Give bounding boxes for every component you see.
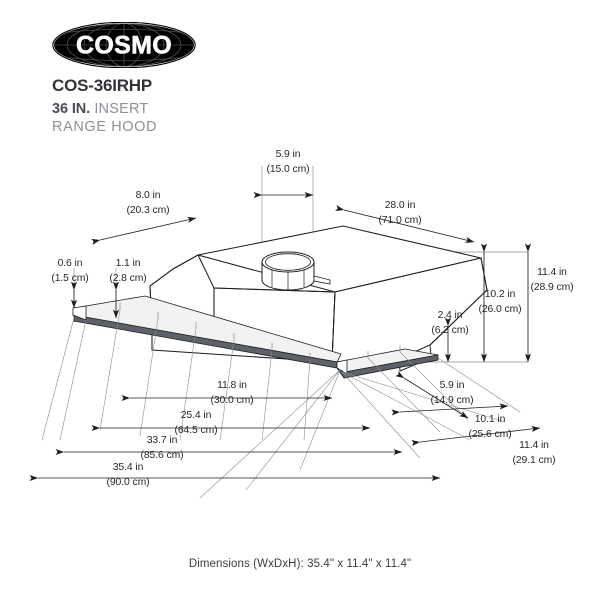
product-category-label: RANGE HOOD xyxy=(52,118,158,135)
label-flange-thickness-cm: (1.5 cm) xyxy=(51,273,88,284)
label-body-height-in: 10.2 in xyxy=(485,289,516,300)
dimline-depth-mid xyxy=(391,403,509,416)
label-body-width-cm: (85.6 cm) xyxy=(141,450,184,461)
label-overall-width-cm: (90.0 cm) xyxy=(107,477,150,488)
product-size-label: 36 IN. xyxy=(52,100,91,117)
flange-front-corner xyxy=(336,359,348,375)
label-vent-diameter-in: 5.9 in xyxy=(276,149,301,160)
label-overall-height-cm: (28.9 cm) xyxy=(531,282,574,293)
cosmo-logo: COSMO xyxy=(52,21,196,69)
label-flange-thickness-in: 0.6 in xyxy=(58,258,83,269)
label-inner-width-cm: (30.0 cm) xyxy=(211,395,254,406)
label-body-width-in: 33.7 in xyxy=(147,435,178,446)
label-base-height-in: 2.4 in xyxy=(438,310,463,321)
dimension-labels: 5.9 in (15.0 cm) 8.0 in (20.3 cm) 28.0 i… xyxy=(51,149,573,488)
vent-tab xyxy=(313,275,331,285)
label-depth-mid-in: 10.1 in xyxy=(475,414,506,425)
label-vent-diameter-cm: (15.0 cm) xyxy=(267,164,310,175)
label-inner-width-in: 11.8 in xyxy=(217,380,247,391)
label-depth-overall-cm: (29.1 cm) xyxy=(513,455,556,466)
label-base-height-cm: (6.2 cm) xyxy=(431,325,468,336)
dimline-depth-overall xyxy=(411,425,541,447)
dimline-top-left-edge xyxy=(91,216,197,245)
label-flange-lip-in: 1.1 in xyxy=(116,258,141,269)
label-cutout-width-in: 25.4 in xyxy=(181,410,212,421)
label-top-left-edge-in: 8.0 in xyxy=(136,190,161,201)
vent-collar xyxy=(261,251,331,291)
label-flange-lip-cm: (2.8 cm) xyxy=(109,273,146,284)
label-top-width-in: 28.0 in xyxy=(385,200,416,211)
product-subtitle-line1: 36 IN. INSERT xyxy=(52,101,312,118)
brand-header: COSMO COS-36IRHP 36 IN. INSERT RANGE HOO… xyxy=(52,21,312,136)
label-depth-mid-cm: (25.6 cm) xyxy=(469,429,512,440)
hood-isometric-drawing: 5.9 in (15.0 cm) 8.0 in (20.3 cm) 28.0 i… xyxy=(29,149,574,499)
label-body-height-cm: (26.0 cm) xyxy=(479,304,522,315)
label-overall-width-in: 35.4 in xyxy=(113,462,144,473)
flange-screw-ticks xyxy=(119,303,401,360)
label-top-left-edge-cm: (20.3 cm) xyxy=(127,205,170,216)
label-overall-height-in: 11.4 in xyxy=(537,267,567,278)
dimension-lines xyxy=(29,191,541,482)
dimensions-caption: Dimensions (WxDxH): 35.4" x 11.4" x 11.4… xyxy=(188,558,412,570)
label-depth-inner-cm: (14.9 cm) xyxy=(431,395,474,406)
globe-ellipse-logo: COSMO xyxy=(52,21,196,69)
label-depth-overall-in: 11.4 in xyxy=(519,440,549,451)
label-top-width-cm: (71.0 cm) xyxy=(379,215,422,226)
product-code: COS-36IRHP xyxy=(52,76,153,95)
logo-wordmark: COSMO xyxy=(76,32,172,60)
label-cutout-width-cm: (64.5 cm) xyxy=(175,425,218,436)
technical-drawing: 5.9 in (15.0 cm) 8.0 in (20.3 cm) 28.0 i… xyxy=(0,140,600,540)
dimline-top-width xyxy=(335,205,475,243)
vent-rim-inner xyxy=(265,253,311,271)
label-depth-inner-in: 5.9 in xyxy=(440,380,465,391)
product-type-label: INSERT xyxy=(94,100,149,117)
